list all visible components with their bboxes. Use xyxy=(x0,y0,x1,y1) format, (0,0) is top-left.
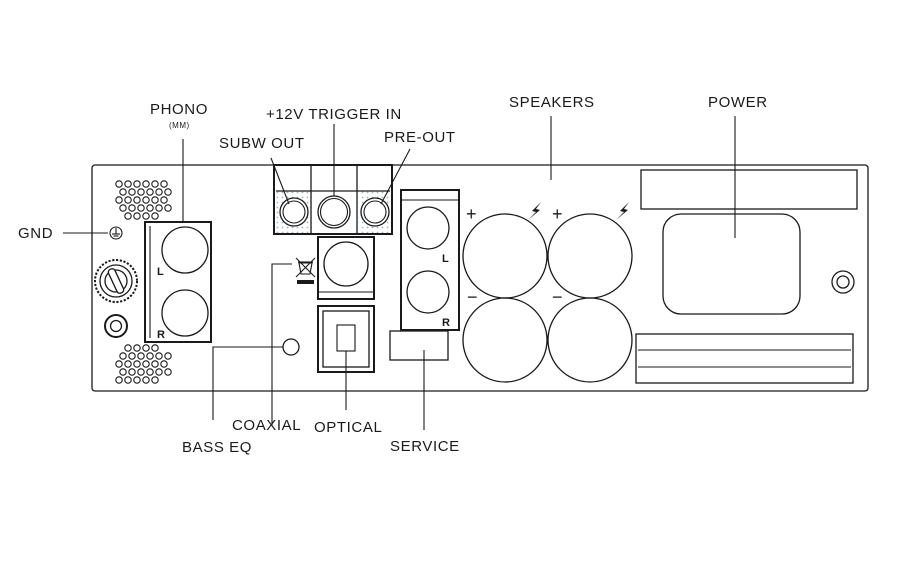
phono-sublabel: (MM) xyxy=(169,121,190,130)
chassis-screw-left xyxy=(104,314,128,338)
lightning-icon xyxy=(616,202,629,220)
ground-symbol-icon xyxy=(109,226,123,240)
trigger-label: +12V TRIGGER IN xyxy=(266,106,402,123)
bass-eq-label: BASS EQ xyxy=(182,439,252,456)
phono-left-label: L xyxy=(157,266,164,278)
subw-out-label: SUBW OUT xyxy=(219,135,305,152)
leader-lines xyxy=(63,116,736,430)
power-label: POWER xyxy=(708,94,768,111)
optical-label: OPTICAL xyxy=(314,419,382,436)
vent-holes-bottom xyxy=(115,344,172,384)
speaker-right-plus: + xyxy=(552,204,563,224)
pre-out-label: PRE-OUT xyxy=(384,129,456,146)
speaker-left-minus: − xyxy=(467,287,478,307)
weee-bin-icon xyxy=(295,257,316,284)
coaxial-label: COAXIAL xyxy=(232,417,301,434)
power-label-plate xyxy=(640,169,858,210)
speakers-label: SPEAKERS xyxy=(509,94,595,111)
preout-jacks[interactable] xyxy=(400,189,460,331)
speaker-right-minus: − xyxy=(552,287,563,307)
vent-holes-top xyxy=(115,180,172,220)
gnd-binding-post[interactable] xyxy=(94,259,138,303)
chassis-screw-right xyxy=(831,270,855,294)
lightning-icon xyxy=(528,202,541,220)
preout-right-label: R xyxy=(442,317,450,329)
coaxial-jack[interactable] xyxy=(317,236,375,300)
phono-right-label: R xyxy=(157,329,165,341)
speaker-terminals[interactable] xyxy=(462,213,633,383)
service-port[interactable] xyxy=(389,330,449,361)
power-inlet[interactable] xyxy=(662,213,801,315)
speaker-left-plus: + xyxy=(466,204,477,224)
bass-eq-knob[interactable] xyxy=(282,338,300,356)
phono-input-jacks[interactable] xyxy=(144,221,212,343)
service-label: SERVICE xyxy=(390,438,460,455)
phono-label: PHONO xyxy=(150,101,208,118)
preout-left-label: L xyxy=(442,253,449,265)
trigger-subw-preout-jacks[interactable] xyxy=(273,164,393,235)
gnd-label: GND xyxy=(18,225,53,242)
chassis-outline xyxy=(91,164,869,392)
serial-label-plate xyxy=(635,333,854,384)
